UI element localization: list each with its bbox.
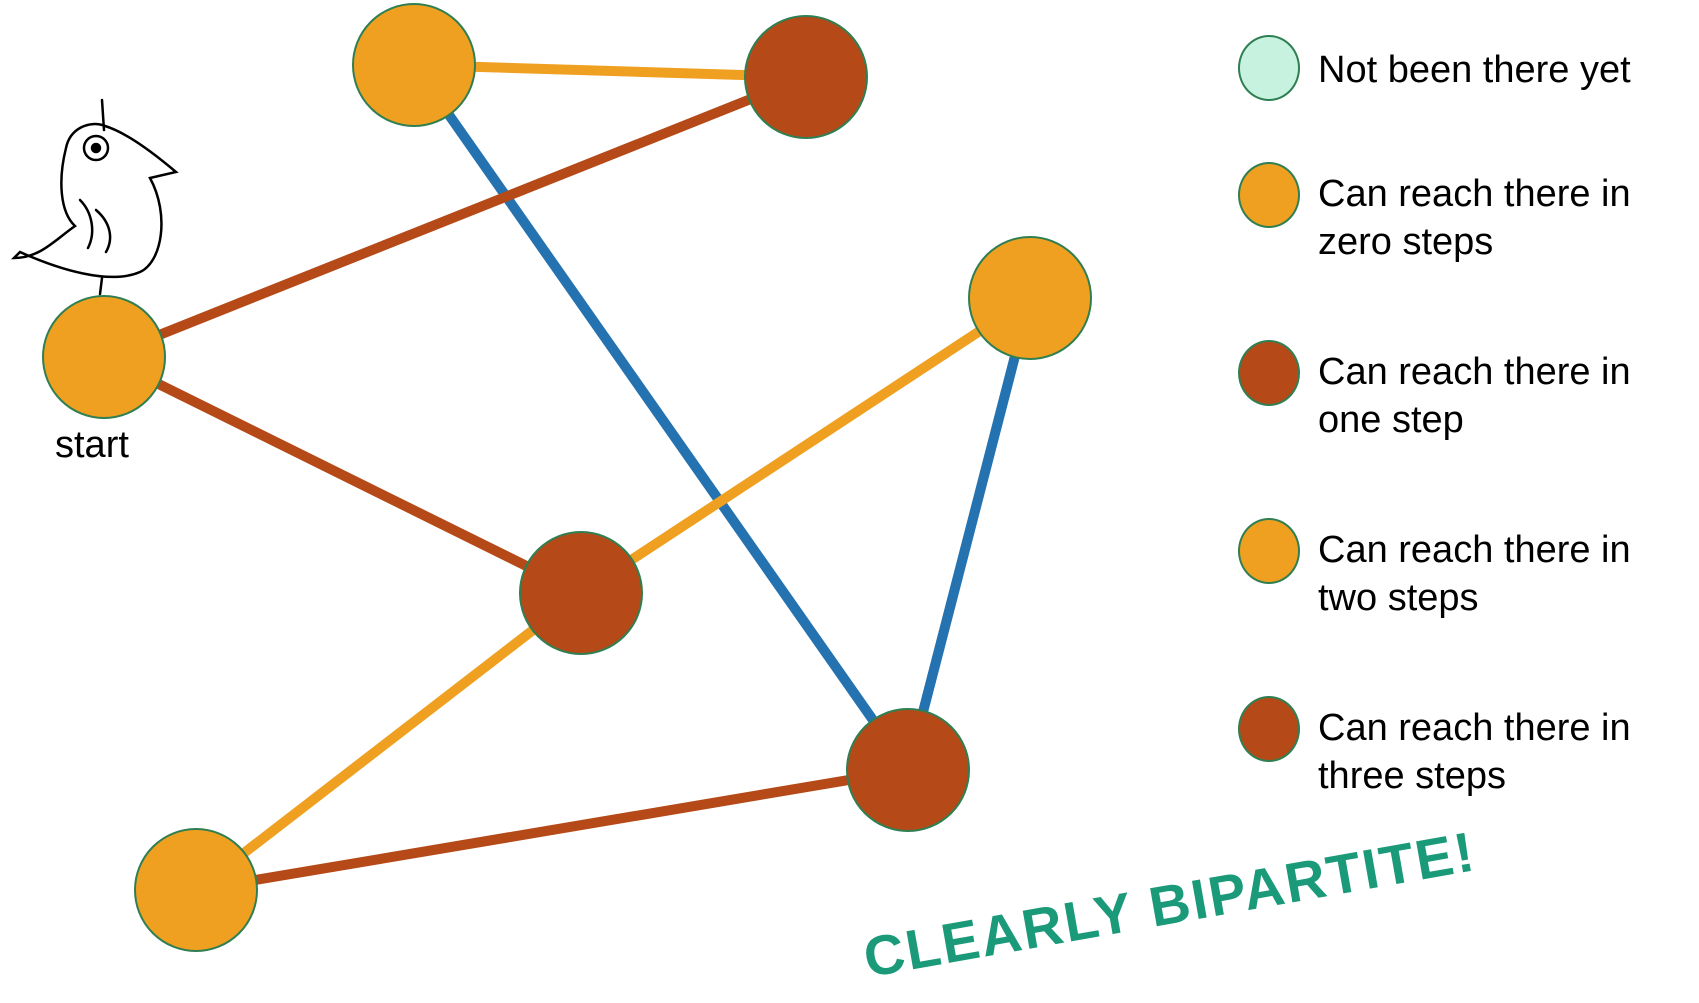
- graph-edge: [195, 765, 909, 895]
- graph-node: [744, 15, 868, 139]
- nodes-layer: [42, 3, 1092, 952]
- legend-swatch: [1238, 35, 1300, 101]
- legend-label: Can reach there in three steps: [1318, 707, 1631, 797]
- legend-swatch: [1238, 162, 1300, 228]
- legend-swatch: [1238, 340, 1300, 406]
- legend-item-two-steps: Can reach there in two steps: [1238, 518, 1698, 619]
- graph-node: [846, 708, 970, 832]
- legend-swatch: [1238, 518, 1300, 584]
- graph-node start-node: [42, 295, 166, 419]
- graph-edge: [578, 293, 1033, 598]
- legend-swatch: [1238, 696, 1300, 762]
- legend-label: Not been there yet: [1318, 49, 1631, 91]
- legend-item-one-step: Can reach there in one step: [1238, 340, 1698, 441]
- edges-layer: [101, 60, 1035, 895]
- graph-edge: [409, 62, 913, 773]
- graph-edge: [903, 296, 1035, 772]
- bird-icon: [10, 98, 179, 296]
- graph-edge: [102, 72, 808, 362]
- legend-label: Can reach there in zero steps: [1318, 173, 1631, 263]
- legend: Not been there yet Can reach there in ze…: [1238, 30, 1698, 797]
- legend-item-zero-steps: Can reach there in zero steps: [1238, 162, 1698, 263]
- graph-node: [134, 828, 258, 952]
- legend-item-three-steps: Can reach there in three steps: [1238, 696, 1698, 797]
- graph-node: [352, 3, 476, 127]
- start-label: start: [55, 424, 129, 466]
- graph-edge: [192, 589, 585, 894]
- graph-edge: [101, 352, 584, 598]
- graph-node: [968, 236, 1092, 360]
- graph-edge: [413, 60, 807, 82]
- legend-label: Can reach there in two steps: [1318, 529, 1631, 619]
- legend-item-not-visited: Not been there yet: [1238, 35, 1698, 101]
- legend-label: Can reach there in one step: [1318, 351, 1631, 441]
- graph-node: [519, 531, 643, 655]
